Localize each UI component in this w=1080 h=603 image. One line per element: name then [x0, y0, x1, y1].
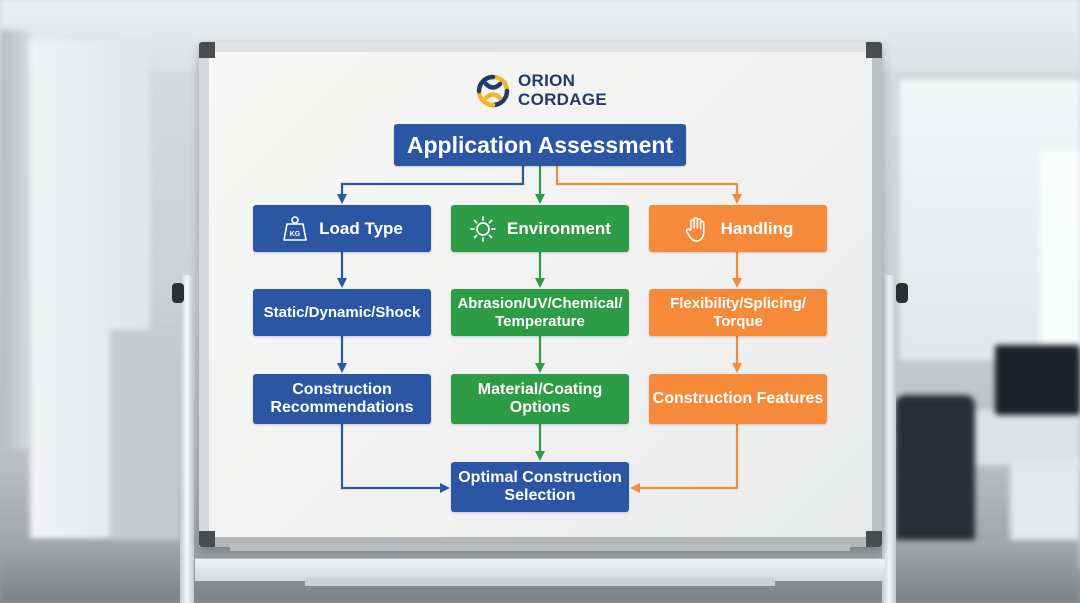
- stand-post-left: [180, 275, 194, 603]
- background-window-pane: [1040, 150, 1080, 350]
- application-assessment-box: Application Assessment: [394, 124, 686, 166]
- sun-icon: [469, 215, 497, 243]
- background-monitor: [995, 345, 1080, 415]
- load-type-box: KG Load Type: [253, 205, 431, 252]
- stand-crossbar: [195, 558, 885, 581]
- background-chair: [895, 395, 975, 565]
- board-corner: [866, 42, 882, 58]
- flexibility-splicing-torque-box: Flexibility/Splicing/ Torque: [649, 289, 827, 336]
- construction-features-box: Construction Features: [649, 374, 827, 424]
- construction-recommendations-box: Construction Recommendations: [253, 374, 431, 424]
- kg-weight-icon: KG: [281, 215, 309, 243]
- hand-icon: [683, 215, 711, 243]
- brand-line-2: CORDAGE: [518, 90, 607, 109]
- board-corner: [199, 531, 215, 547]
- kg-icon-text: KG: [290, 231, 301, 238]
- construction-features-label: Construction Features: [652, 390, 824, 407]
- optimal-construction-selection-box: Optimal Construction Selection: [451, 462, 629, 512]
- stand-knob-right: [896, 283, 908, 303]
- handling-box: Handling: [649, 205, 827, 252]
- background-wall: [0, 30, 30, 450]
- material-coating-options-box: Material/Coating Options: [451, 374, 629, 424]
- marker-tray: [230, 545, 850, 551]
- optimal-construction-selection-label: Optimal Construction Selection: [458, 469, 622, 504]
- brand-name: ORION CORDAGE: [518, 71, 607, 109]
- brand-line-1: ORION: [518, 71, 576, 90]
- stand-lower-bar: [305, 578, 775, 586]
- material-coating-options-label: Material/Coating Options: [477, 381, 603, 416]
- orion-cordage-logo-icon: [476, 74, 510, 108]
- arrow-features-to-final: [630, 424, 739, 493]
- arrow-construction-to-final: [340, 424, 450, 493]
- load-type-label: Load Type: [319, 218, 403, 238]
- construction-recommendations-label: Construction Recommendations: [270, 381, 414, 416]
- stand-post-right: [882, 275, 896, 603]
- board-corner: [866, 531, 882, 547]
- abrasion-uv-chemical-temperature-box: Abrasion/UV/Chemical/ Temperature: [451, 289, 629, 336]
- arrow-title-to-load: [337, 166, 525, 204]
- static-dynamic-shock-label: Static/Dynamic/Shock: [263, 303, 421, 321]
- static-dynamic-shock-box: Static/Dynamic/Shock: [253, 289, 431, 336]
- stand-knob-left: [172, 283, 184, 303]
- background-desk: [960, 410, 1080, 465]
- environment-label: Environment: [507, 218, 611, 238]
- board-corner: [199, 42, 215, 58]
- handling-label: Handling: [720, 218, 794, 238]
- environment-box: Environment: [451, 205, 629, 252]
- arrow-title-to-handling: [555, 166, 742, 204]
- background-door: [110, 330, 180, 560]
- title-label: Application Assessment: [406, 131, 674, 158]
- abrasion-uv-chemical-temperature-label: Abrasion/UV/Chemical/ Temperature: [457, 294, 623, 330]
- flexibility-splicing-torque-label: Flexibility/Splicing/ Torque: [670, 294, 806, 330]
